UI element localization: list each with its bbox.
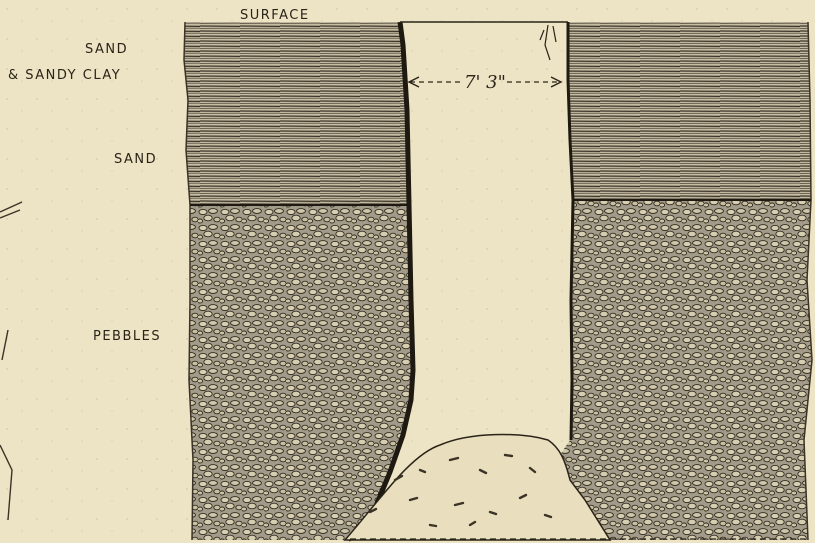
label-pebbles: PEBBLES: [93, 329, 161, 344]
shaft-width-label: 7' 3": [464, 72, 506, 93]
label-sandy-clay: & SANDY CLAY: [8, 68, 121, 83]
label-sand-top: SAND: [85, 42, 128, 57]
label-sand-lower: SAND: [114, 152, 157, 167]
left-pebble-layer: [189, 205, 412, 540]
left-sand-strata: [184, 22, 408, 205]
label-surface: SURFACE: [240, 8, 310, 23]
right-pebble-layer: [548, 200, 812, 540]
right-sand-strata: [568, 22, 811, 200]
